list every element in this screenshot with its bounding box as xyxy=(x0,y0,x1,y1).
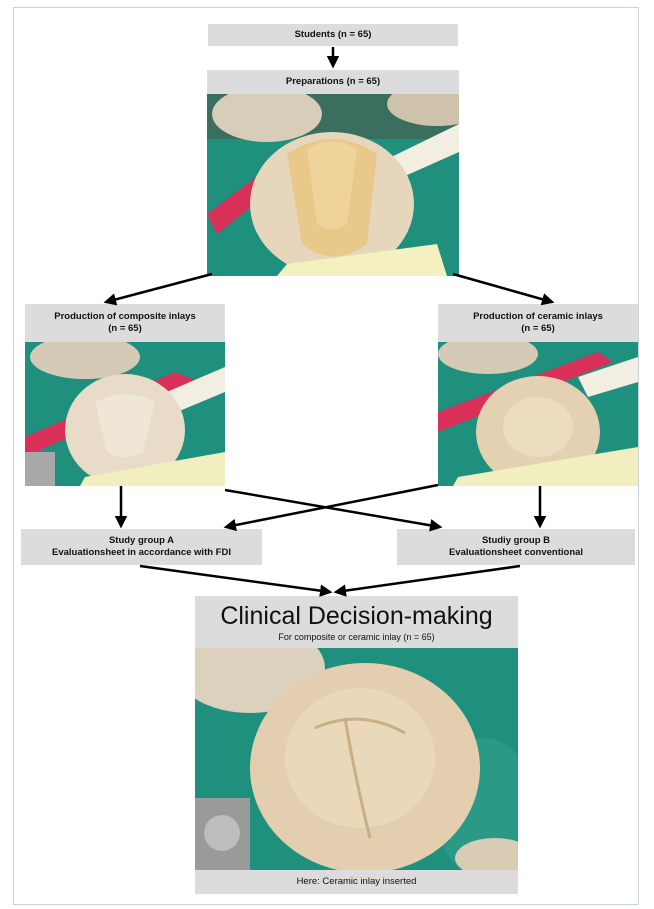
study-group-a-desc: Evaluationsheet in accordance with FDI xyxy=(52,547,231,559)
ceramic-inlays-box: Production of ceramic inlays (n = 65) xyxy=(438,304,638,342)
study-group-b-title: Studiy group B xyxy=(482,535,550,547)
ceramic-inlays-title: Production of ceramic inlays xyxy=(473,311,603,323)
clinical-decision-subtitle: For composite or ceramic inlay (n = 65) xyxy=(278,631,434,643)
study-group-a-box: Study group A Evaluationsheet in accorda… xyxy=(21,529,262,565)
ceramic-inlays-count: (n = 65) xyxy=(521,323,555,335)
final-caption-box: Here: Ceramic inlay inserted xyxy=(195,870,518,894)
composite-inlay-photo xyxy=(25,342,225,486)
final-caption: Here: Ceramic inlay inserted xyxy=(297,876,417,888)
students-label: Students (n = 65) xyxy=(295,29,372,41)
composite-inlays-count: (n = 65) xyxy=(108,323,142,335)
study-group-b-desc: Evaluationsheet conventional xyxy=(449,547,583,559)
preparation-photo xyxy=(207,94,459,276)
study-group-b-box: Studiy group B Evaluationsheet conventio… xyxy=(397,529,635,565)
ceramic-inlay-photo xyxy=(438,342,638,486)
final-inlay-photo xyxy=(195,648,518,870)
clinical-decision-box: Clinical Decision-making For composite o… xyxy=(195,596,518,648)
preparations-box: Preparations (n = 65) xyxy=(207,70,459,94)
clinical-decision-title: Clinical Decision-making xyxy=(220,601,492,631)
composite-inlays-box: Production of composite inlays (n = 65) xyxy=(25,304,225,342)
composite-inlays-title: Production of composite inlays xyxy=(54,311,195,323)
preparations-label: Preparations (n = 65) xyxy=(286,76,380,88)
students-box: Students (n = 65) xyxy=(208,24,458,46)
study-group-a-title: Study group A xyxy=(109,535,174,547)
